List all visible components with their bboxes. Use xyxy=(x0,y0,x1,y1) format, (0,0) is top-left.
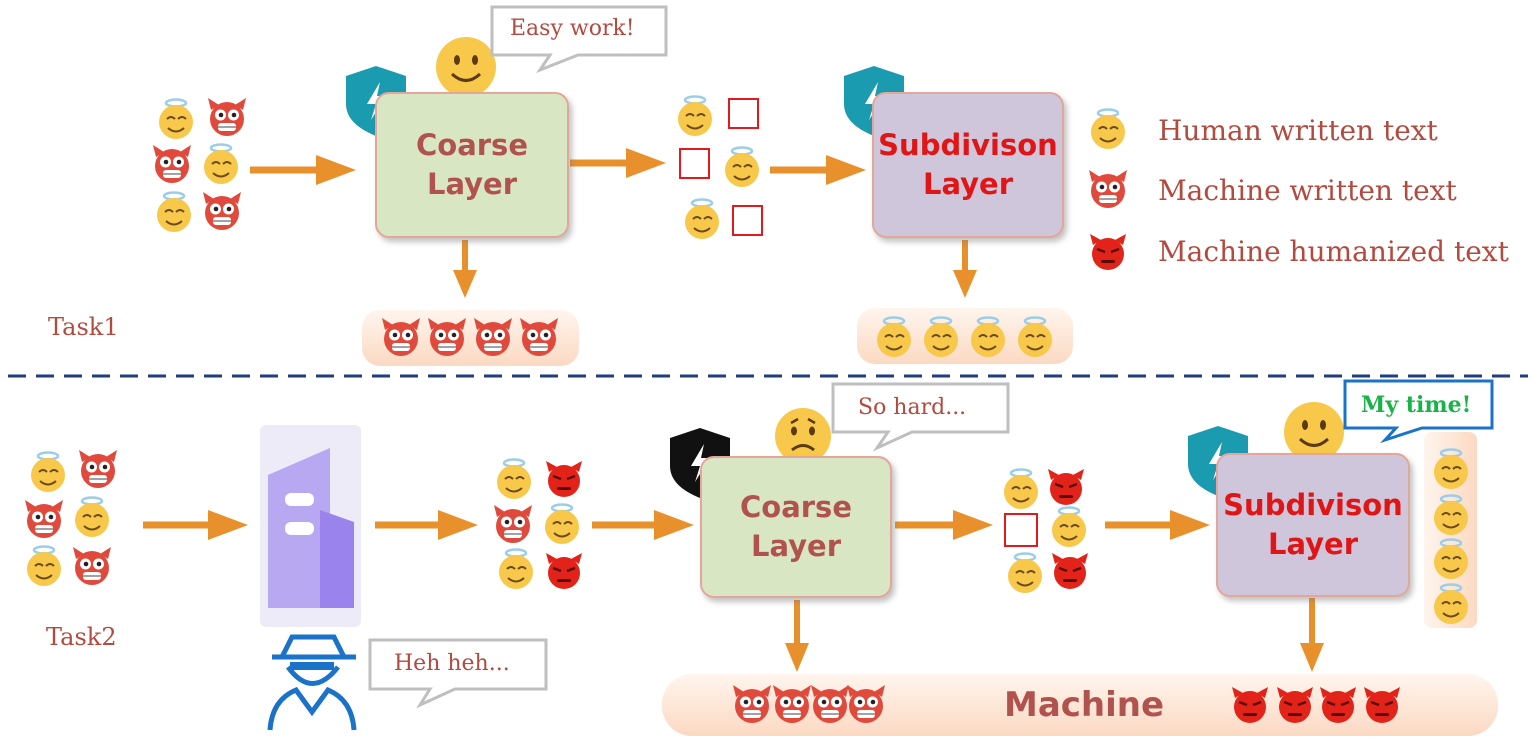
speech-heh-heh: Heh heh... xyxy=(394,651,510,676)
task1-label: Task1 xyxy=(48,313,119,341)
arrow-coarse-to-mid xyxy=(570,148,666,178)
speech-easy-work: Easy work! xyxy=(510,16,635,41)
subdiv-label-line2: Layer xyxy=(922,167,1014,201)
coarse-label-line2: Layer xyxy=(750,529,842,563)
task1-arrows xyxy=(250,148,977,298)
speech-bubble-easy xyxy=(490,5,668,74)
angel-face-icon xyxy=(1432,494,1470,537)
speech-bubble-hard xyxy=(831,382,1010,452)
angel-face-icon xyxy=(1432,583,1470,626)
angel-face-icon xyxy=(676,95,714,138)
angel-face-icon xyxy=(1006,552,1044,595)
devil-face-icon xyxy=(519,317,559,357)
task1-subdivision-layer: Subdivison Layer xyxy=(872,92,1064,238)
arrow-mid-to-subdiv xyxy=(770,155,866,185)
speech-bubble-mytime xyxy=(1343,379,1494,444)
subdiv-label-line1: Subdivison xyxy=(1223,487,1403,522)
devil-face-icon xyxy=(72,546,112,586)
speech-bubble-hacker xyxy=(368,638,548,709)
arrow-coarse2-down xyxy=(785,600,809,672)
task2-arrows xyxy=(143,510,1324,672)
angel-face-icon xyxy=(543,503,581,546)
angry-devil-icon xyxy=(544,551,584,591)
devil-face-icon xyxy=(381,317,421,357)
arrow-input-to-tool xyxy=(143,510,248,540)
machine-output-label: Machine xyxy=(1004,685,1165,725)
empty-slot xyxy=(679,148,710,179)
angel-face-icon xyxy=(73,496,111,539)
angel-face-icon xyxy=(1050,506,1088,549)
task2-coarse-layer: Coarse Layer xyxy=(700,456,892,598)
empty-slot xyxy=(1004,513,1038,547)
devil-face-icon xyxy=(473,317,513,357)
task1-output-devils xyxy=(381,317,559,357)
angel-face-icon xyxy=(1432,538,1470,581)
subdiv-label-line1: Subdivison xyxy=(878,127,1058,162)
devil-face-icon xyxy=(1088,169,1128,209)
angel-face-icon xyxy=(155,191,193,234)
arrow-mixed-to-coarse xyxy=(592,510,694,540)
task2-human-output xyxy=(1432,448,1470,626)
angel-face-icon xyxy=(1089,108,1127,151)
angel-face-icon xyxy=(723,146,761,189)
legend-humanized: Machine humanized text xyxy=(1158,235,1509,268)
arrow-tool-to-mixed xyxy=(375,510,478,540)
angry-devil-icon xyxy=(1046,467,1086,507)
arrow-mid2-to-subdiv xyxy=(1105,510,1210,540)
angel-face-icon xyxy=(875,316,913,359)
devil-face-icon xyxy=(152,144,192,184)
task2-label: Task2 xyxy=(46,623,117,651)
task2-mixed-group xyxy=(493,458,584,591)
arrow-coarse-down xyxy=(453,240,477,298)
task2-subdivision-layer: Subdivison Layer xyxy=(1216,453,1410,597)
angry-devil-icon xyxy=(1050,551,1090,591)
angel-face-icon xyxy=(922,316,960,359)
humanizer-tool-icon xyxy=(260,425,361,627)
task2-input-group xyxy=(24,449,118,588)
devil-face-icon xyxy=(24,499,64,539)
task1-input-group xyxy=(152,97,247,234)
task1-coarse-layer: Coarse Layer xyxy=(375,92,569,238)
angel-face-icon xyxy=(202,143,240,186)
arrow-subdiv-down xyxy=(953,240,977,298)
subdiv-label-line2: Layer xyxy=(1267,527,1359,561)
angel-face-icon xyxy=(495,458,533,501)
angel-face-icon xyxy=(25,545,63,588)
empty-slot xyxy=(732,205,763,236)
happy-face-icon xyxy=(434,35,498,99)
devil-face-icon xyxy=(207,97,247,137)
legend-machine: Machine written text xyxy=(1158,174,1457,207)
task1-output-angels xyxy=(875,316,1054,359)
empty-slot xyxy=(728,98,759,129)
speech-my-time: My time! xyxy=(1361,392,1472,418)
angel-face-icon xyxy=(683,198,721,241)
angry-devil-icon xyxy=(1088,232,1128,272)
arrow-input-to-coarse xyxy=(250,155,356,185)
devil-face-icon xyxy=(78,449,118,489)
angel-face-icon xyxy=(969,316,1007,359)
angel-face-icon xyxy=(497,548,535,591)
angel-face-icon xyxy=(29,451,67,494)
coarse-label-line1: Coarse xyxy=(415,127,528,162)
hacker-icon xyxy=(267,634,357,731)
angel-face-icon xyxy=(1002,468,1040,511)
angel-face-icon xyxy=(1432,448,1470,491)
devil-face-icon xyxy=(427,317,467,357)
angel-face-icon xyxy=(1016,316,1054,359)
legend-human: Human written text xyxy=(1158,114,1438,147)
angry-devil-icon xyxy=(544,459,584,499)
devil-face-icon xyxy=(493,504,533,544)
arrow-coarse-to-mid2 xyxy=(895,510,993,540)
coarse-label-line2: Layer xyxy=(426,167,518,201)
angel-face-icon xyxy=(157,98,195,141)
arrow-subdiv2-down xyxy=(1300,598,1324,672)
coarse-label-line1: Coarse xyxy=(739,489,852,524)
speech-so-hard: So hard... xyxy=(858,395,967,420)
devil-face-icon xyxy=(202,191,242,231)
